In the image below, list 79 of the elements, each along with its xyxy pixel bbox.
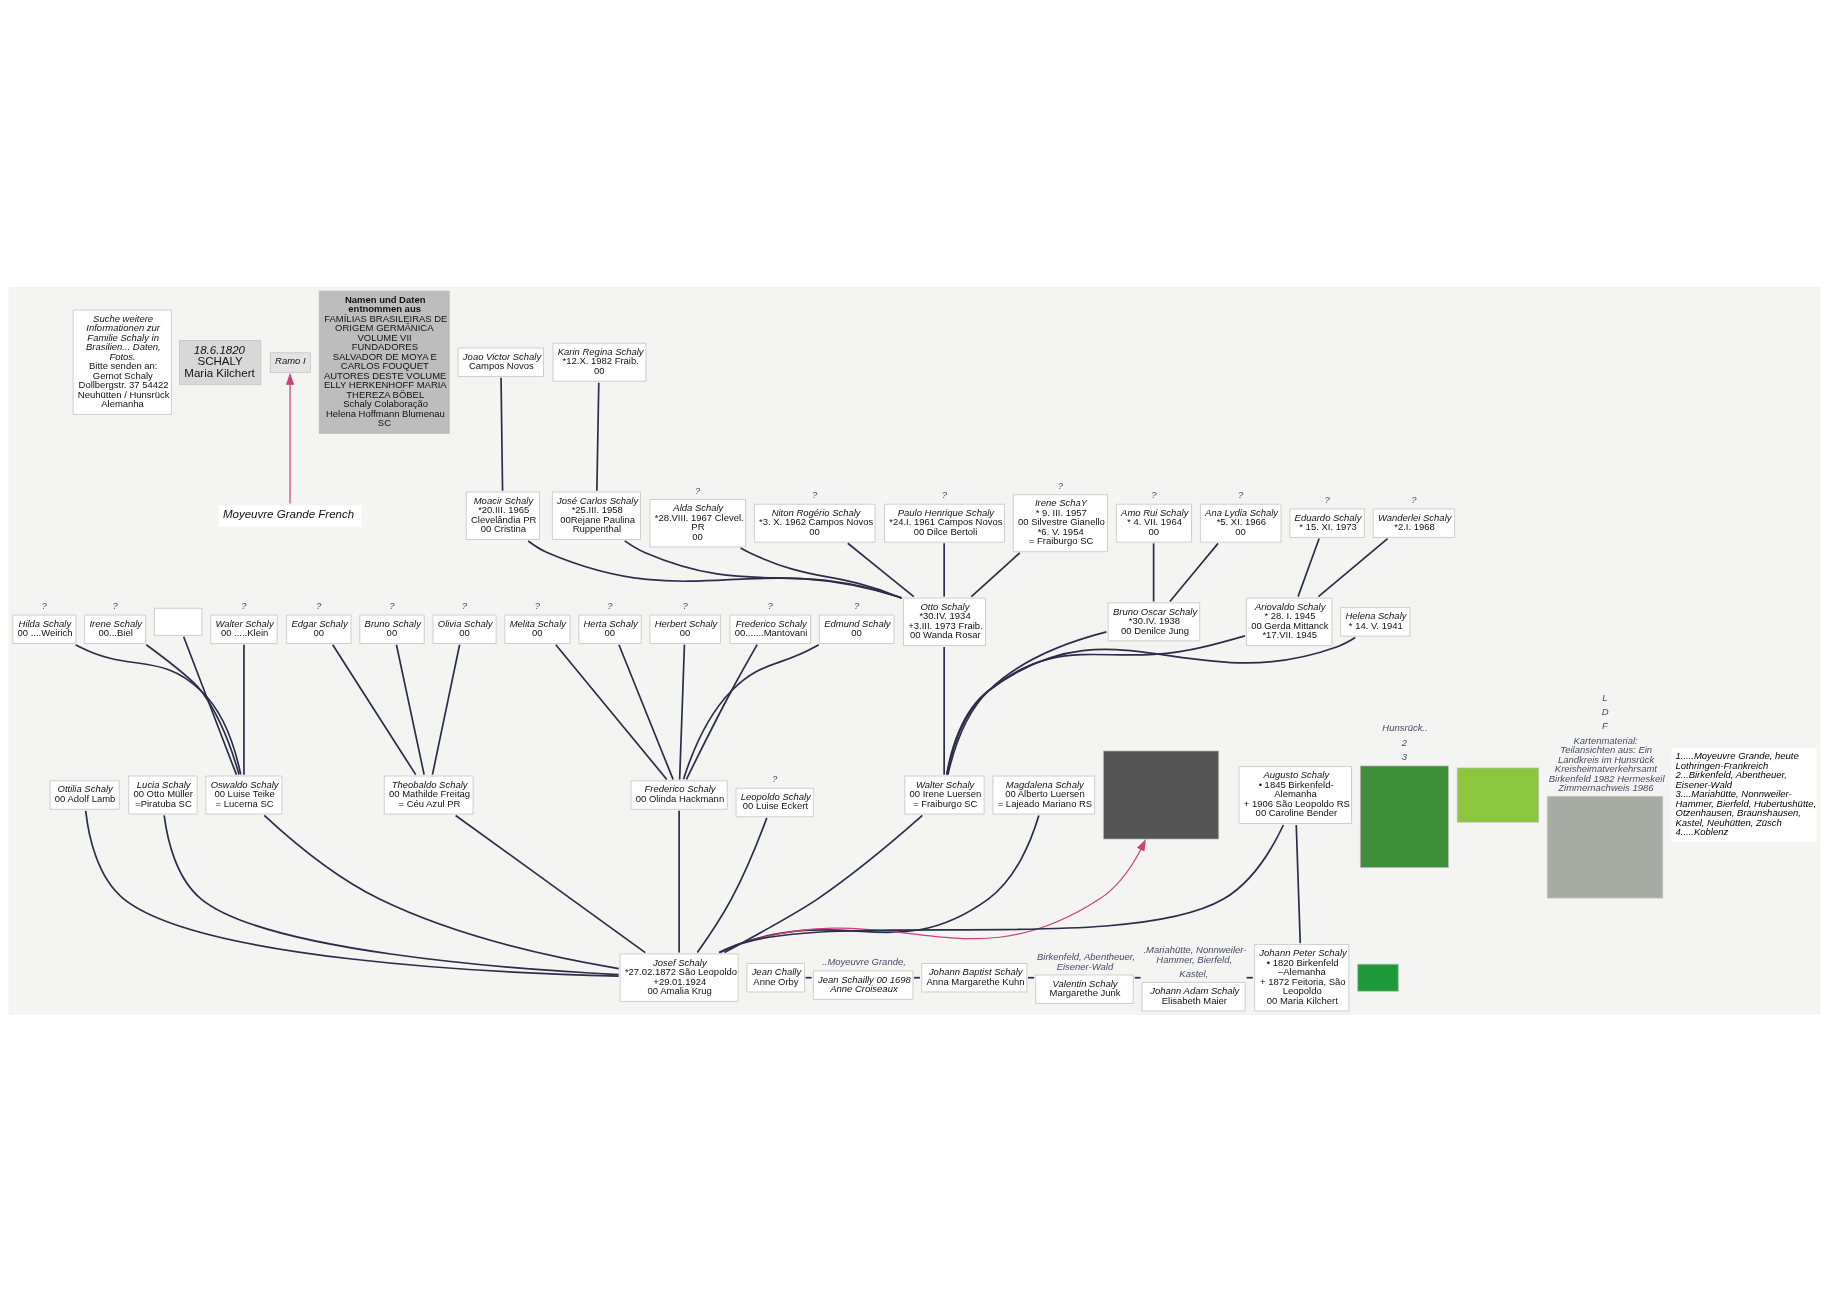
node-label: ? (1057, 479, 1063, 491)
connector (947, 630, 1108, 776)
node-label: ? (854, 600, 860, 612)
connector (718, 824, 1285, 954)
connector (913, 976, 921, 979)
label: 4.....Koblenz (1675, 826, 1729, 838)
connector (1169, 542, 1219, 603)
connector (331, 643, 417, 776)
connector (163, 814, 620, 976)
node-label: ? (771, 773, 778, 785)
connector (1317, 537, 1389, 598)
connector (723, 814, 924, 954)
node-label: Kastel, (1179, 967, 1209, 979)
connector (678, 643, 686, 781)
connector (263, 814, 620, 970)
node-label: ? (316, 600, 322, 612)
node-label: ? (1151, 489, 1157, 501)
connector (84, 809, 620, 977)
connector (182, 635, 238, 776)
node-label: D (1601, 706, 1609, 718)
connector (1152, 542, 1155, 603)
connector (1295, 824, 1302, 944)
node-label: 3 (1401, 750, 1407, 762)
connector (970, 551, 1021, 598)
node-box: Moyeuvre Grande French (218, 505, 362, 527)
connector (1297, 537, 1320, 598)
connector (500, 377, 504, 492)
connector (454, 814, 647, 954)
connector (395, 643, 425, 776)
node-label: Kartenmaterial: Teilansichten aus: Ein Landkreis im Hunsrück Kreisheimatverkehrsamt Birkenfeld 1982 Hermeskeil Zimmernachweis 1986 (1548, 734, 1665, 794)
connector (74, 643, 242, 776)
connector (527, 540, 903, 599)
node-label: .Mariahütte, Nonnweiler- Hammer, Bierfeld, (1143, 944, 1247, 965)
connector (846, 542, 915, 598)
connector (943, 542, 945, 598)
connector (685, 643, 758, 781)
connector (623, 540, 903, 599)
connector (945, 636, 1357, 776)
label: 1.....Moyeuvre Grande, heute Lothringen-Frankreich (1675, 750, 1799, 771)
node-label: ? (112, 600, 118, 612)
connector (243, 643, 245, 776)
node-label: ? (534, 600, 541, 612)
label: 3....Mariahütte, Nonnweiler- Hammer, Bierfeld, Hubertushütte, Otzenhausen, Braunshausen, Kastel, Neuhütten, Züsch (1675, 788, 1817, 828)
connector (618, 643, 674, 781)
node-label: 2 (1401, 736, 1407, 748)
node-label: ? (811, 489, 818, 501)
connector (739, 547, 903, 600)
connector (554, 643, 668, 781)
node-label: ? (695, 484, 701, 496)
connector (596, 381, 600, 492)
node-label: Birkenfeld, Abentheuer, Eisener-Wald (1037, 951, 1136, 972)
node-label: L (1602, 691, 1608, 703)
connector (943, 646, 945, 776)
node-label: ? (941, 489, 948, 501)
node-label: ..Moyeuvre Grande, (822, 955, 906, 967)
connector (1027, 976, 1035, 979)
connector (719, 814, 1040, 954)
node-label: ? (1411, 494, 1417, 506)
node-label: ? (241, 600, 247, 612)
node-label: Hunsrück.. (1382, 722, 1428, 734)
node-label: ? (1238, 489, 1244, 501)
arrow (285, 372, 295, 505)
connector (682, 643, 820, 781)
node-label: F (1602, 720, 1608, 732)
connector (431, 643, 461, 776)
connector (696, 817, 768, 954)
node-label: ? (767, 600, 773, 612)
node-label: ? (1324, 494, 1330, 506)
connector (678, 809, 680, 954)
connector (1133, 976, 1142, 979)
node-label: ? (607, 600, 613, 612)
node-label: ? (389, 600, 395, 612)
connector (1245, 976, 1254, 979)
node-label: ? (41, 600, 47, 612)
connector (145, 643, 240, 776)
node-label: ? (461, 600, 468, 612)
connector (804, 976, 813, 979)
node-label: ? (682, 600, 688, 612)
label: 2...Birkenfeld, Abentheuer, Eisener-Wald (1675, 769, 1787, 790)
